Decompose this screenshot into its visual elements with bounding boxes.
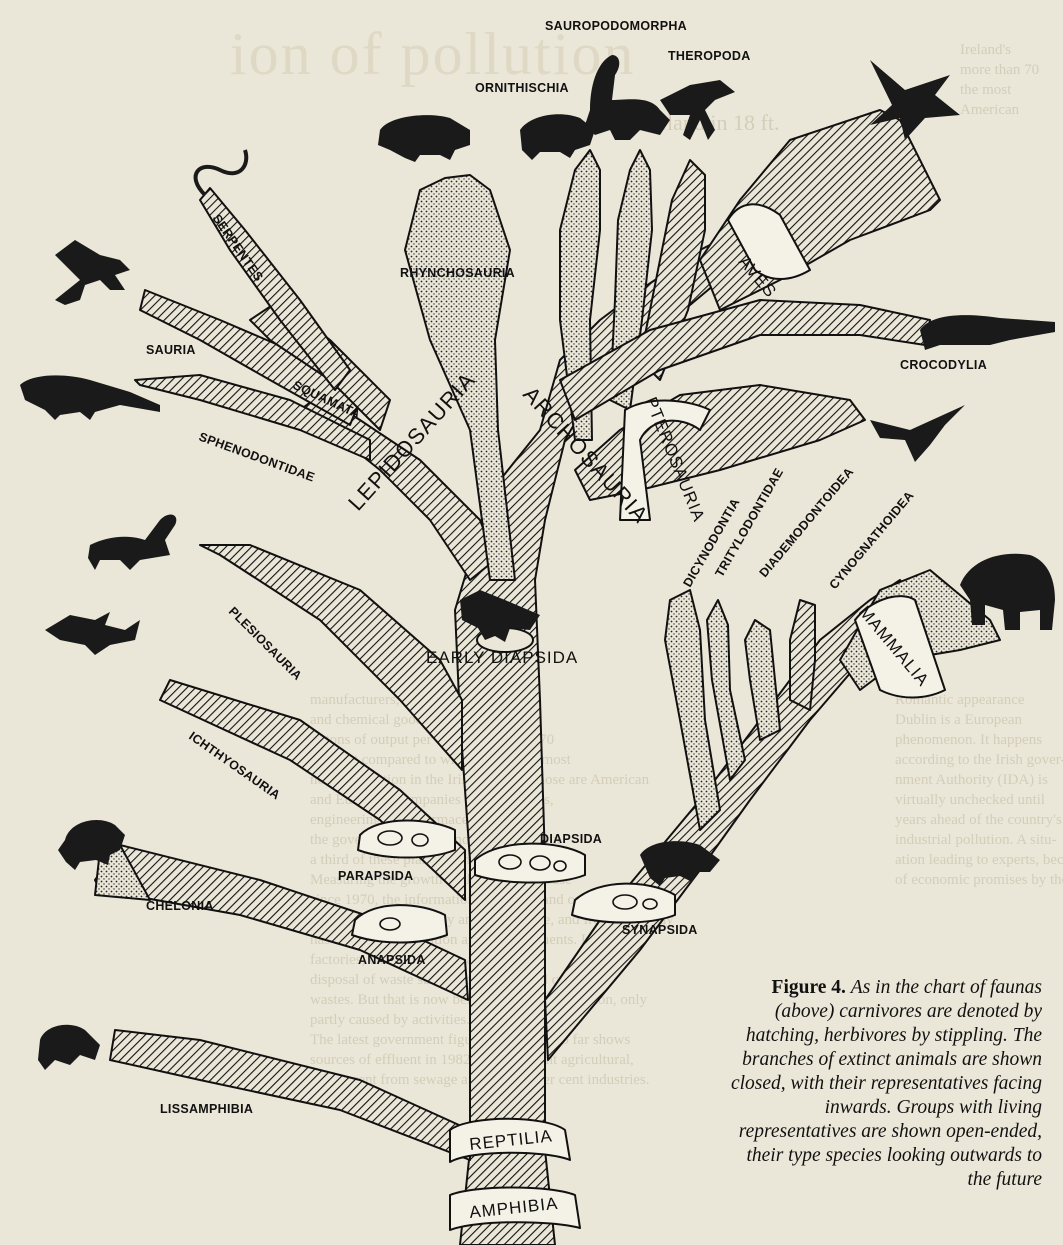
skull-synapsida [572,884,675,923]
ornithischian-silhouette [520,114,595,160]
label-chelonia: CHELONIA [146,899,214,913]
label-early-diapsida: EARLY DIAPSIDA [426,648,578,667]
pterosaur-silhouette [870,405,965,462]
label-synapsida: SYNAPSIDA [622,923,698,937]
label-sphenodontidae: SPHENODONTIDAE [197,430,317,485]
ichthyosaur-silhouette [45,612,140,655]
crocodile-silhouette [920,315,1055,350]
skull-parapsida [358,820,455,857]
label-rhynchosauria: RHYNCHOSAURIA [400,266,515,280]
label-diapsida: DIAPSIDA [540,832,602,846]
label-parapsida: PARAPSIDA [338,869,413,883]
label-crocodylia: CROCODYLIA [900,358,987,372]
frog-silhouette [38,1025,100,1070]
theropod-silhouette [660,80,735,140]
label-sauropodomorpha: SAUROPODOMORPHA [545,19,687,33]
label-anapsida: ANAPSIDA [358,953,426,967]
label-theropoda: THEROPODA [668,49,751,63]
elephant-silhouette [960,554,1055,630]
branch-lissamphibia [110,1030,470,1160]
sauropod-silhouette [585,55,670,140]
lizard-silhouette [55,240,130,305]
branch-diademodontoidea [745,620,780,740]
label-cynognathoidea: CYNOGNATHOIDEA [827,488,917,592]
label-sauria: SAURIA [146,343,196,357]
branch-cynognathoidea [790,600,815,710]
label-plesiosauria: PLESIOSAURIA [226,604,305,683]
figure-caption: Figure 4. As in the chart of faunas (abo… [730,976,1042,1192]
ankylosaur-silhouette [378,115,470,162]
snake-silhouette [196,150,247,195]
plesiosaur-silhouette [88,515,176,570]
label-lissamphibia: LISSAMPHIBIA [160,1102,253,1116]
figure-caption-text: As in the chart of faunas (above) carniv… [731,977,1042,1190]
branch-tritylodontidae [707,600,745,780]
figure-label: Figure 4. [772,977,851,998]
label-ornithischia: ORNITHISCHIA [475,81,569,95]
